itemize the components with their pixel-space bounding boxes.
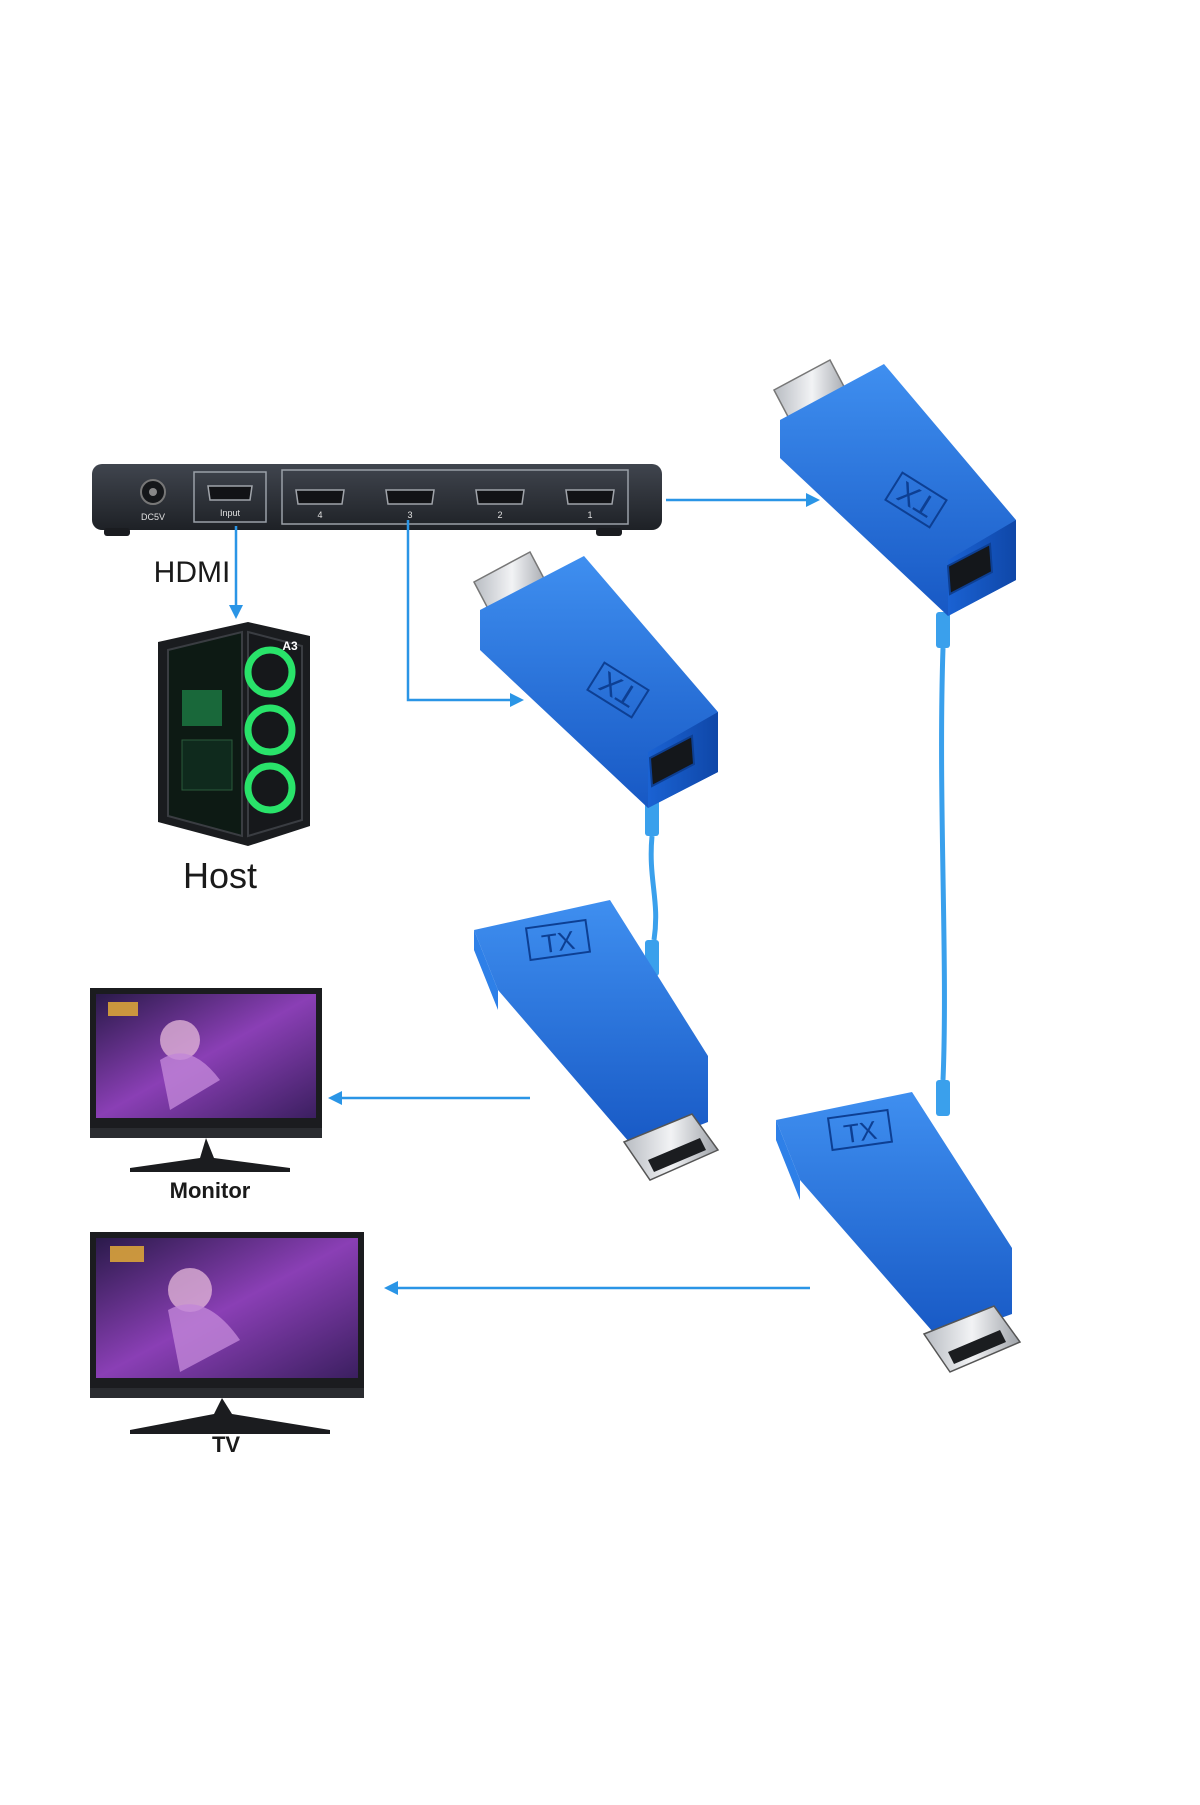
port-number: 2 (497, 510, 502, 520)
network-cable-right (936, 612, 950, 1116)
output-port-2: 2 (475, 489, 525, 520)
input-port: Input (193, 471, 267, 523)
tv-label: TV (212, 1432, 240, 1457)
connection-lines (229, 493, 820, 1295)
hdmi-plug (622, 1113, 720, 1181)
hdmi-plug (922, 1305, 1022, 1373)
hdmi-splitter: DC5V Input 4 3 2 1 (92, 464, 662, 536)
tx-extender-left: TX (472, 550, 718, 808)
hdmi-label: HDMI (154, 556, 231, 589)
monitor-label: Monitor (170, 1178, 251, 1203)
network-cable-left (645, 800, 659, 976)
output-port-4: 4 (295, 489, 345, 520)
rx-extender-right: TX (776, 1092, 1022, 1373)
rj45-port (648, 734, 696, 788)
port-number: 4 (317, 510, 322, 520)
rx-label: TX (842, 1115, 879, 1149)
input-label: Input (220, 508, 241, 518)
fan-ring (244, 762, 296, 814)
rx-extender-left: TX (474, 900, 720, 1181)
host-pc: A3 (158, 622, 310, 846)
port-number: 3 (407, 510, 412, 520)
rx-label: TX (540, 925, 577, 959)
output-port-1: 1 (565, 489, 615, 520)
host-label: Host (183, 855, 257, 896)
arrow-splitter-to-tx-left (406, 520, 524, 707)
output-port-3: 3 (385, 489, 435, 520)
monitor (90, 988, 322, 1172)
power-label: DC5V (141, 512, 165, 522)
output-ports-frame (281, 469, 629, 525)
fan-ring (244, 704, 296, 756)
rj45-port (946, 542, 994, 596)
tv (90, 1232, 364, 1434)
tx-extender-right: TX (772, 358, 1016, 616)
port-number: 1 (587, 510, 592, 520)
case-badge: A3 (282, 639, 298, 653)
fan-ring (244, 646, 296, 698)
dc-power-jack: DC5V (140, 479, 166, 522)
